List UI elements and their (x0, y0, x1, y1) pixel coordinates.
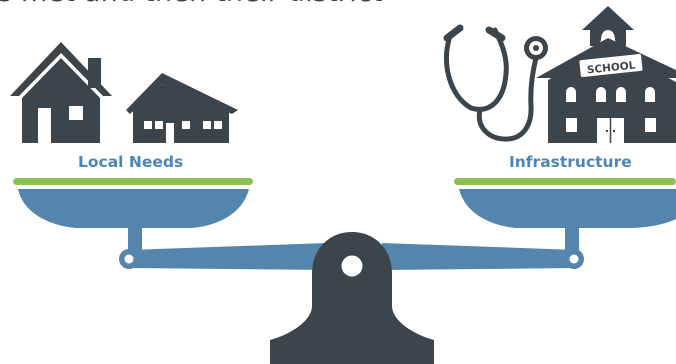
school-sign-label: SCHOOL (586, 59, 636, 76)
right-pan-bowl (459, 189, 676, 228)
scale-beam (119, 224, 584, 270)
bell-icon (600, 30, 616, 43)
scale-stand (270, 232, 434, 364)
stethoscope-icon (443, 24, 548, 142)
right-pan (454, 178, 676, 228)
ranch-house-icon (126, 73, 238, 143)
left-pan-bowl (18, 189, 249, 228)
house-icon (10, 42, 112, 143)
stand-pivot-hole (341, 255, 363, 277)
left-pan-rim (13, 178, 253, 185)
local-needs-label: Local Needs (78, 153, 184, 171)
intro-text: s met and then their district (0, 0, 383, 8)
left-pan (13, 178, 253, 228)
infrastructure-label: Infrastructure (509, 153, 632, 171)
right-pan-rim (454, 178, 676, 185)
school-icon: SCHOOL (536, 6, 676, 143)
